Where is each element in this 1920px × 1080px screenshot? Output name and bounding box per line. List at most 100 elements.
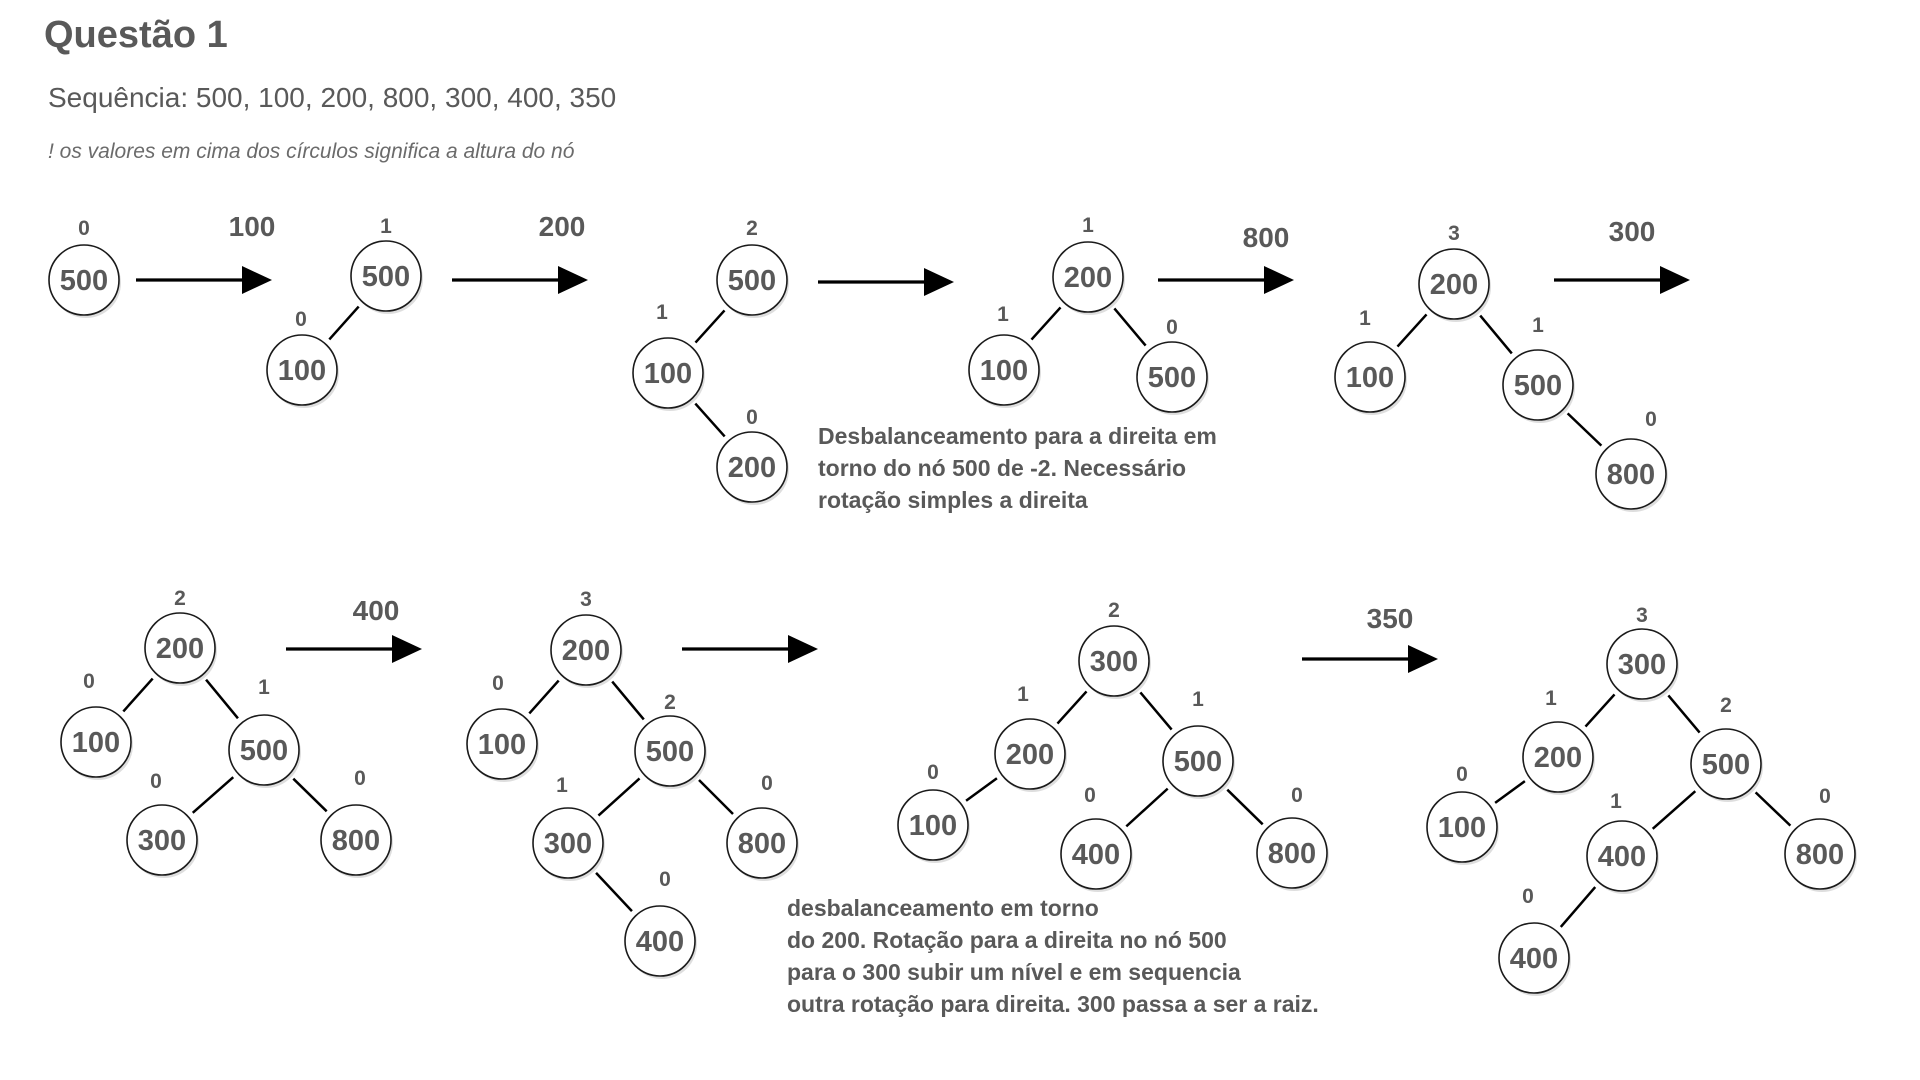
tree-node (1334, 341, 1406, 413)
tree-node (1256, 817, 1328, 889)
arrow-label: 800 (1243, 222, 1290, 253)
tree-edge (1113, 307, 1147, 347)
arrow-head (558, 266, 588, 294)
tree-node (1586, 820, 1658, 892)
node-height: 0 (78, 217, 90, 240)
node-height: 2 (1720, 694, 1732, 717)
node-value: 800 (1268, 838, 1316, 870)
node-value: 500 (646, 736, 694, 768)
tree-edge (1584, 693, 1616, 728)
tree-node (632, 337, 704, 409)
tree-node (144, 612, 216, 684)
tree-edge (1479, 314, 1513, 355)
tree-node (1060, 818, 1132, 890)
node-value: 200 (1006, 739, 1054, 771)
tree-edge (597, 777, 641, 817)
tree-edge (595, 872, 633, 912)
node-value: 100 (478, 729, 526, 761)
tree-node (320, 804, 392, 876)
node-height: 3 (1636, 604, 1648, 627)
tree-edge (1566, 412, 1603, 447)
node-height: 0 (1291, 784, 1303, 807)
page-title: Questão 1 (44, 14, 228, 56)
node-value: 500 (362, 261, 410, 293)
tree-node (1502, 349, 1574, 421)
arrow-head (392, 635, 422, 663)
node-value: 800 (1796, 839, 1844, 871)
tree-edge (1139, 691, 1173, 731)
node-value: 200 (156, 633, 204, 665)
tree-node (466, 708, 538, 780)
node-value: 100 (1438, 812, 1486, 844)
tree-edge (1125, 787, 1169, 828)
node-value: 800 (738, 828, 786, 860)
tree-edge (1056, 690, 1088, 725)
tree-node (60, 706, 132, 778)
node-value: 100 (909, 810, 957, 842)
tree-node (1784, 818, 1856, 890)
node-value: 100 (1346, 362, 1394, 394)
node-height: 2 (174, 587, 186, 610)
comment-line: desbalanceamento em torno (787, 895, 1099, 921)
node-value: 400 (636, 926, 684, 958)
arrow-head (242, 266, 272, 294)
tree-edge (694, 309, 726, 344)
node-height: 0 (83, 670, 95, 693)
arrow-head (1408, 645, 1438, 673)
tree-edge (328, 305, 360, 341)
node-value: 400 (1072, 839, 1120, 871)
node-height: 0 (761, 772, 773, 795)
comment-line: Desbalanceamento para a direita em (818, 423, 1217, 449)
tree-node (1606, 628, 1678, 700)
tree-edge (611, 680, 645, 721)
tree-edge (1396, 313, 1428, 348)
node-value: 500 (240, 735, 288, 767)
node-height: 0 (1645, 408, 1657, 431)
tree-edge (191, 776, 235, 814)
node-height: 1 (556, 774, 568, 797)
arrow-label: 400 (353, 595, 400, 626)
node-value: 300 (138, 825, 186, 857)
node-value: 500 (1148, 362, 1196, 394)
tree-node (634, 715, 706, 787)
tree-node (126, 804, 198, 876)
node-height: 1 (1082, 214, 1094, 237)
node-value: 200 (1534, 742, 1582, 774)
node-height: 2 (1108, 599, 1120, 622)
tree-node (968, 334, 1040, 406)
tree-node (550, 614, 622, 686)
comment-rotation-1: Desbalanceamento para a direita em torno… (818, 420, 1217, 516)
tree-node (1078, 625, 1150, 697)
tree-node (1595, 438, 1667, 510)
node-height: 1 (1545, 687, 1557, 710)
tree-edge (1754, 791, 1792, 827)
node-height: 0 (1522, 885, 1534, 908)
tree-edge (122, 677, 154, 713)
comment-line: para o 300 subir um nível e em sequencia (787, 959, 1241, 985)
node-height: 1 (258, 676, 270, 699)
node-height: 0 (659, 868, 671, 891)
node-height: 2 (664, 691, 676, 714)
tree-node (532, 807, 604, 879)
comment-line: torno do nó 500 de -2. Necessário (818, 455, 1187, 481)
node-value: 200 (1430, 269, 1478, 301)
tree-node (624, 905, 696, 977)
arrow-head (788, 635, 818, 663)
height-note: ! os valores em cima dos círculos signif… (48, 140, 575, 163)
node-height: 0 (1166, 316, 1178, 339)
node-height: 3 (580, 588, 592, 611)
arrow-label: 100 (229, 211, 276, 242)
tree-node (1690, 728, 1762, 800)
tree-edge (1667, 694, 1701, 734)
tree-node (716, 431, 788, 503)
node-height: 1 (1017, 683, 1029, 706)
arrow-label: 350 (1367, 603, 1414, 634)
node-value: 500 (1514, 370, 1562, 402)
node-height: 0 (150, 770, 162, 793)
node-value: 500 (1702, 749, 1750, 781)
tree-edge (1226, 788, 1264, 826)
tree-node (266, 334, 338, 406)
node-value: 500 (728, 265, 776, 297)
node-value: 300 (1090, 646, 1138, 678)
